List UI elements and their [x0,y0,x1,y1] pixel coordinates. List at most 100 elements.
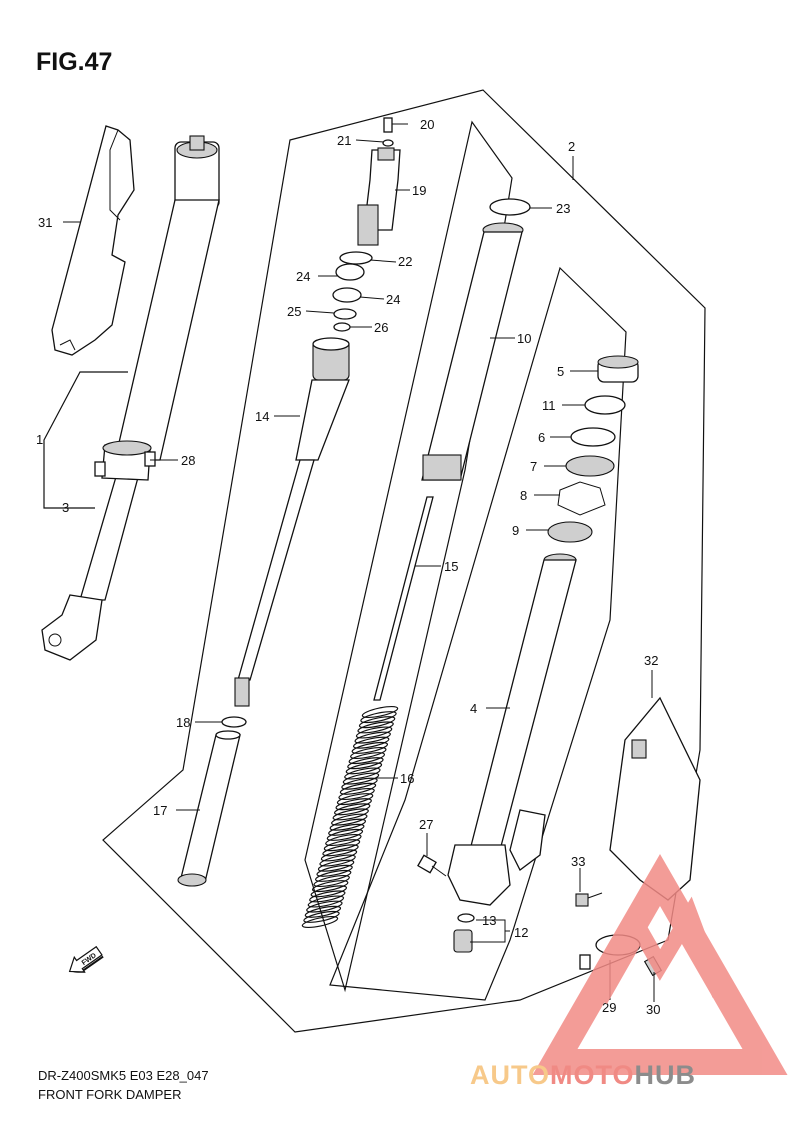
callout-29: 29 [602,1000,616,1015]
callout-12: 12 [514,925,528,940]
spring-coil [304,905,342,918]
spring-coil [322,844,359,857]
spring-coil [309,890,346,903]
callout-25: 25 [287,304,301,319]
fork-group-bracket [43,371,128,509]
spring-coil [361,705,399,719]
fwd-arrow-icon: FWD [68,945,104,973]
fork-spring-part [301,705,399,929]
callout-22: 22 [398,254,412,269]
spring-coil [311,880,349,893]
callout-26: 26 [374,320,388,335]
spring-coil [329,818,367,831]
spring-coil [336,793,374,806]
spring-coil [316,864,353,877]
callout-2: 2 [568,139,575,154]
diagram-title: FRONT FORK DAMPER [38,1087,182,1102]
damper-cylinder-part [234,337,350,707]
spring-coil [326,828,364,841]
spring-coil [320,849,358,862]
callout-1: 1 [36,432,43,447]
watermark-hub: HUB [635,1060,697,1090]
spring-coil [339,782,377,795]
watermark-moto: MOTO [550,1060,635,1090]
callout-7: 7 [530,459,537,474]
callout-18: 18 [176,715,190,730]
callout-3: 3 [62,500,69,515]
callout-19: 19 [412,183,426,198]
fork-guard-part [51,125,135,356]
callout-20: 20 [420,117,434,132]
slide-tube-parts [177,716,247,887]
spring-coil [342,772,380,785]
fork-clamp-part [94,440,156,481]
spring-coil [310,885,348,898]
spring-coil [344,767,381,780]
protector-bolt-part [575,892,603,907]
spring-coil [333,803,371,816]
spring-coil [347,757,384,770]
spring-coil [345,762,383,775]
callout-14: 14 [255,409,269,424]
callout-21: 21 [337,133,351,148]
spring-coil [301,915,339,929]
callout-5: 5 [557,364,564,379]
callout-32: 32 [644,653,658,668]
inner-tube-parts [421,198,531,481]
spring-coil [338,787,375,801]
watermark-logo-icon [532,853,788,1075]
damper-rings [332,251,373,332]
callout-6: 6 [538,430,545,445]
spring-coil [355,726,393,739]
figure-title: FIG.47 [36,48,113,76]
spring-coil [354,731,391,744]
callout-9: 9 [512,523,519,538]
callout-31: 31 [38,215,52,230]
damper-cap-parts [357,117,401,246]
lower-tube-part [447,553,577,906]
damper-rod-part [373,496,434,701]
spring-coil [307,895,345,908]
spring-coil [314,869,352,882]
spring-coil [323,839,361,852]
spring-coil [358,716,396,729]
spring-coil [331,813,368,826]
callout-23: 23 [556,201,570,216]
spring-coil [325,833,362,847]
assembly-frame-inner [304,120,513,993]
callout-16: 16 [400,771,414,786]
callout-24-upper: 24 [296,269,310,284]
callout-28: 28 [181,453,195,468]
callout-24-lower: 24 [386,292,400,307]
callout-33: 33 [571,854,585,869]
spring-coil [313,874,350,888]
fwd-label: FWD [81,952,98,967]
spring-coil [341,777,378,790]
spring-coil [352,736,390,749]
spring-coil [351,741,389,754]
spring-coil [357,721,394,734]
spring-coil [319,854,356,867]
callout-30: 30 [646,1002,660,1017]
spring-coil [348,752,386,765]
callout-4: 4 [470,701,477,716]
drain-plug-parts [453,913,475,953]
axle-bolt-part [417,854,447,877]
callout-10: 10 [517,331,531,346]
watermark-auto: AUTO [470,1060,550,1090]
spring-coil [328,823,365,836]
spring-coil [335,798,372,811]
spring-coil [332,808,369,821]
spring-coil [303,910,340,923]
seal-bushing-parts [547,355,639,543]
callout-15: 15 [444,559,458,574]
spring-coil [317,859,355,872]
model-code: DR-Z400SMK5 E03 E28_047 [38,1068,209,1083]
callout-17: 17 [153,803,167,818]
spring-coil [360,711,397,724]
spring-coil [306,900,343,913]
callout-27: 27 [419,817,433,832]
callout-13: 13 [482,913,496,928]
